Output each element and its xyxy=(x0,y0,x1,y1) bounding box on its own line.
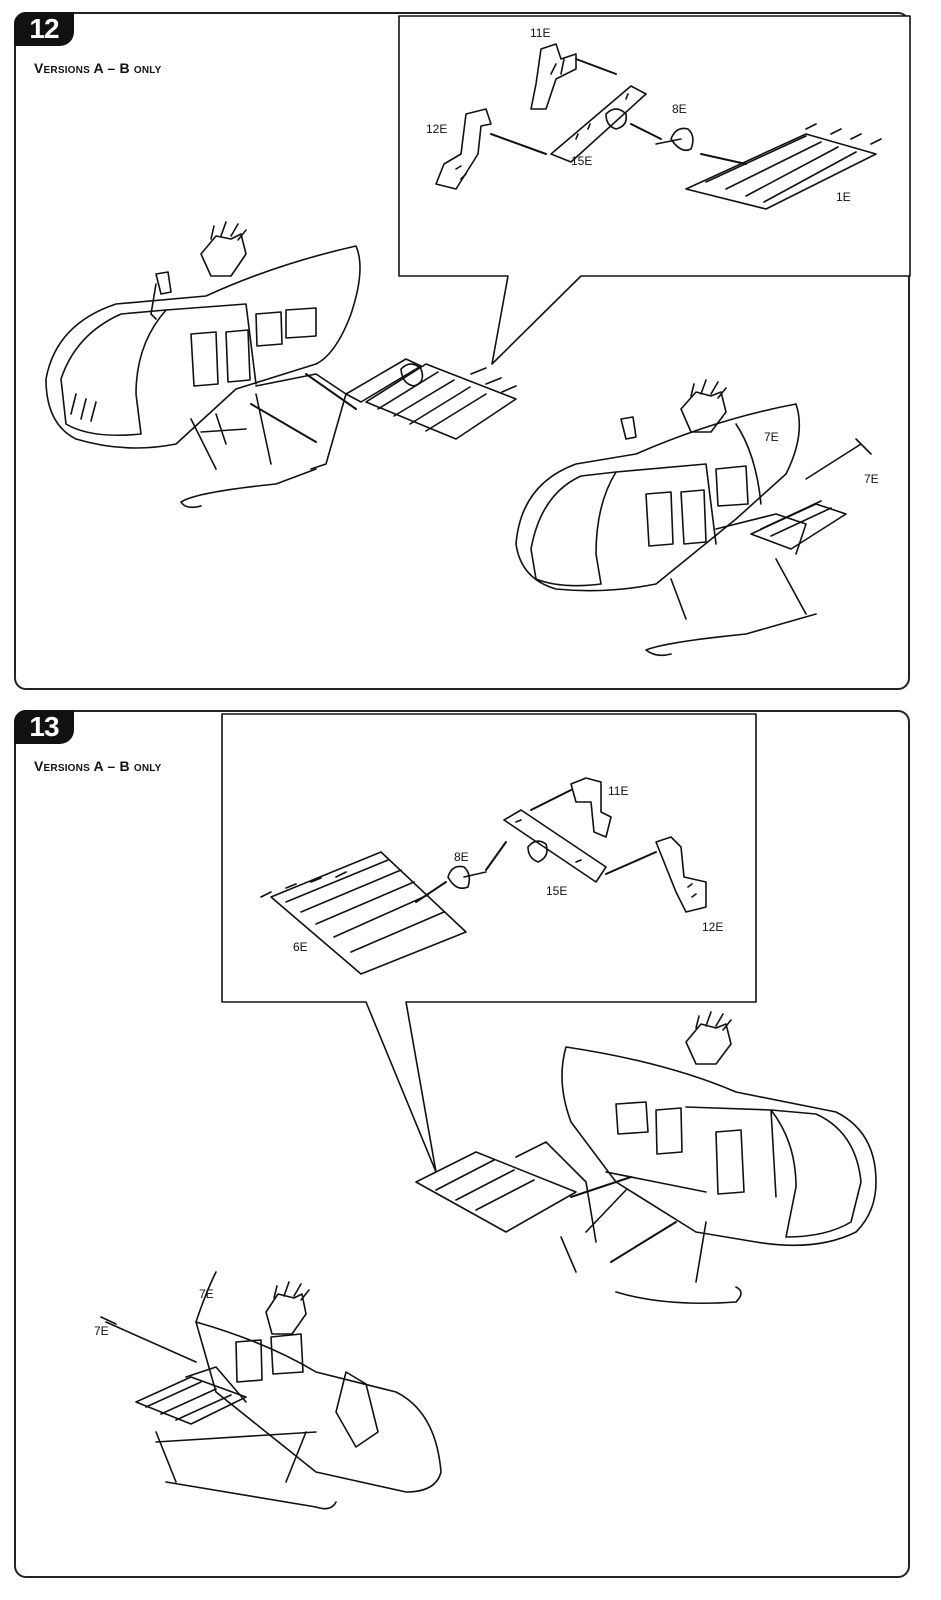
helicopter-right xyxy=(515,379,872,657)
part-label-7b: 7E xyxy=(864,472,879,486)
part-label-8: 8E xyxy=(454,850,469,864)
step-13-panel: 13 Versions A – B only xyxy=(14,710,910,1578)
part-label-7a: 7E xyxy=(764,430,779,444)
part-label-12: 12E xyxy=(702,920,724,934)
part-label-11: 11E xyxy=(608,784,629,798)
helicopter-right xyxy=(415,1011,877,1305)
callout-arrows-12 xyxy=(490,58,747,165)
part-label-6: 6E xyxy=(293,940,308,954)
callout-parts-13 xyxy=(260,777,707,975)
helicopter-left xyxy=(100,1271,442,1510)
step-number-badge: 13 xyxy=(14,710,74,744)
part-label-11: 11E xyxy=(530,26,551,40)
part-label-12: 12E xyxy=(426,122,448,136)
part-label-8: 8E xyxy=(672,102,687,116)
step-12-illustration xyxy=(45,15,911,657)
part-label-15: 15E xyxy=(546,884,568,898)
assembly-arrows-left xyxy=(250,373,357,443)
version-note: Versions A – B only xyxy=(34,60,162,76)
step-12-panel: 12 Versions A – B only xyxy=(14,12,911,690)
helicopter-left xyxy=(45,221,361,509)
version-note: Versions A – B only xyxy=(34,758,162,774)
callout-parts-12 xyxy=(435,43,882,210)
callout-arrows-13 xyxy=(415,789,657,903)
part-label-7a: 7E xyxy=(199,1287,214,1301)
part-label-7b: 7E xyxy=(94,1324,109,1338)
assembly-arrows-right xyxy=(570,1176,677,1263)
part-label-15: 15E xyxy=(571,154,593,168)
callout-box xyxy=(398,15,911,365)
step-13-illustration xyxy=(100,713,877,1510)
step-number-badge: 12 xyxy=(14,12,74,46)
rocket-pod-assembly-left xyxy=(345,358,517,440)
callout-box xyxy=(221,713,757,1173)
part-label-1: 1E xyxy=(836,190,851,204)
